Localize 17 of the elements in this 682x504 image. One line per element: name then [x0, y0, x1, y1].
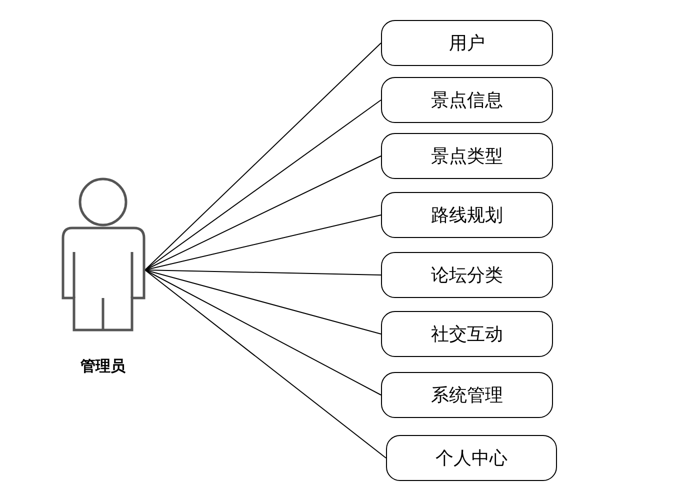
connector-line	[144, 42, 382, 270]
use-case-box: 论坛分类	[381, 252, 553, 298]
connector-line	[144, 156, 382, 270]
use-case-box: 景点类型	[381, 133, 553, 179]
connector-line	[144, 270, 382, 396]
use-case-box: 个人中心	[386, 435, 557, 481]
use-case-box: 系统管理	[381, 372, 553, 418]
use-case-box: 用户	[381, 20, 553, 66]
use-case-box: 路线规划	[381, 192, 553, 238]
connector-line	[144, 100, 382, 270]
use-case-box: 景点信息	[381, 77, 553, 123]
connector-line	[144, 270, 382, 334]
connector-line	[144, 214, 382, 270]
actor-name: 管理员	[80, 357, 126, 376]
connector-line	[144, 270, 382, 276]
use-case-box: 社交互动	[381, 311, 553, 357]
connector-line	[144, 270, 386, 458]
